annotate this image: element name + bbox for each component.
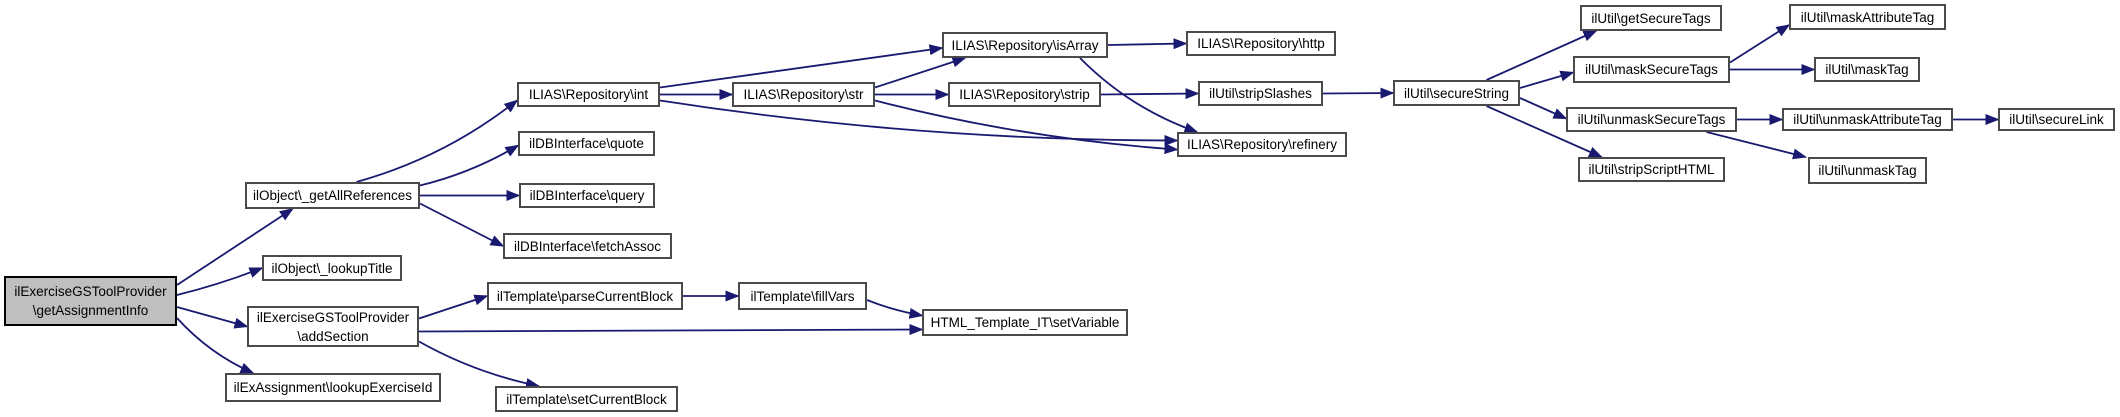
graph-node-fetchAssoc[interactable]: ilDBInterface\fetchAssoc: [503, 233, 672, 259]
graph-edge-strip-to-stripSlashes: [1100, 88, 1200, 100]
graph-node-maskTag[interactable]: ilUtil\maskTag: [1814, 57, 1920, 82]
graph-node-label: \addSection: [297, 328, 369, 344]
graph-node-stripSlashes[interactable]: ilUtil\stripSlashes: [1198, 81, 1323, 106]
graph-node-label: ILIAS\Repository\strip: [959, 87, 1090, 102]
graph-node-addSection[interactable]: ilExerciseGSToolProvider \addSection: [247, 306, 419, 347]
graph-node-label: ILIAS\Repository\int: [528, 87, 649, 102]
graph-node-label: ilUtil\stripSlashes: [1209, 86, 1312, 101]
graph-edge-isArray-to-http: [1107, 38, 1188, 50]
graph-node-fillVars[interactable]: ilTemplate\fillVars: [738, 282, 867, 310]
graph-node-label: ilDBInterface\quote: [529, 136, 644, 151]
graph-node-strip[interactable]: ILIAS\Repository\strip: [948, 82, 1101, 107]
graph-edge-secureString-to-unmaskSecureTags: [1519, 97, 1568, 120]
graph-edge-getAllReferences-to-fetchAssoc: [419, 202, 505, 247]
graph-node-label: ILIAS\Repository\refinery: [1186, 137, 1338, 152]
graph-node-label: ilObject\_lookupTitle: [271, 260, 393, 276]
graph-edge-getAssignmentInfo-to-addSection: [176, 306, 249, 329]
graph-node-label: ilUtil\unmaskSecureTags: [1577, 112, 1726, 127]
graph-edge-addSection-to-parseCurrentBlock: [418, 294, 489, 320]
graph-node-label: ilUtil\getSecureTags: [1591, 10, 1711, 26]
graph-node-label: \getAssignmentInfo: [32, 303, 149, 318]
graph-node-refinery[interactable]: ILIAS\Repository\refinery: [1177, 132, 1347, 157]
graph-node-setVariable[interactable]: HTML_Template_IT\setVariable: [922, 309, 1128, 336]
graph-edge-maskSecureTags-to-maskAttributeTag: [1729, 24, 1791, 64]
graph-node-http[interactable]: ILIAS\Repository\http: [1186, 31, 1336, 56]
graph-node-maskAttributeTag[interactable]: ilUtil\maskAttributeTag: [1789, 4, 1946, 30]
graph-node-lookupExerciseId[interactable]: ilExAssignment\lookupExerciseId: [225, 373, 441, 402]
graph-node-unmaskTag[interactable]: ilUtil\unmaskTag: [1808, 157, 1927, 184]
graph-node-stripScriptHTML[interactable]: ilUtil\stripScriptHTML: [1578, 157, 1725, 182]
graph-node-label: ilUtil\unmaskTag: [1818, 163, 1917, 178]
graph-node-label: ILIAS\Repository\isArray: [951, 37, 1099, 53]
graph-node-label: ILIAS\Repository\str: [743, 87, 864, 102]
graph-node-label: ilUtil\maskSecureTags: [1585, 62, 1718, 77]
graph-edge-getAssignmentInfo-to-lookupExerciseId: [176, 317, 255, 374]
graph-edge-getAllReferences-to-quote: [419, 144, 520, 187]
graph-node-str[interactable]: ILIAS\Repository\str: [732, 82, 875, 107]
graph-node-label: ilUtil\stripScriptHTML: [1588, 162, 1715, 177]
graph-node-unmaskSecureTags[interactable]: ilUtil\unmaskSecureTags: [1566, 107, 1737, 132]
graph-edge-stripSlashes-to-secureString: [1322, 87, 1395, 99]
graph-node-getAssignmentInfo[interactable]: ilExerciseGSToolProvider \getAssignmentIn…: [4, 276, 177, 326]
graph-node-label: ilTemplate\setCurrentBlock: [506, 391, 667, 407]
graph-node-label: ilTemplate\parseCurrentBlock: [496, 288, 674, 304]
graph-node-maskSecureTags[interactable]: ilUtil\maskSecureTags: [1573, 56, 1730, 83]
graph-node-int[interactable]: ILIAS\Repository\int: [517, 82, 660, 107]
graph-node-secureLink[interactable]: ilUtil\secureLink: [1998, 108, 2115, 131]
graph-edge-secureString-to-maskSecureTags: [1519, 70, 1575, 89]
graph-node-label: ilUtil\maskTag: [1825, 62, 1909, 77]
graph-node-label: HTML_Template_IT\setVariable: [930, 315, 1120, 330]
graph-node-label: ilExerciseGSToolProvider: [14, 284, 167, 299]
graph-edge-unmaskSecureTags-to-unmaskTag: [1706, 131, 1807, 160]
graph-node-label: ilUtil\secureString: [1403, 85, 1510, 101]
graph-node-label: ilUtil\maskAttributeTag: [1800, 9, 1935, 25]
graph-node-query[interactable]: ilDBInterface\query: [519, 183, 655, 208]
graph-node-isArray[interactable]: ILIAS\Repository\isArray: [942, 32, 1108, 58]
graph-node-unmaskAttributeTag[interactable]: ilUtil\unmaskAttributeTag: [1782, 108, 1953, 131]
graph-node-label: ilDBInterface\fetchAssoc: [513, 238, 662, 254]
graph-node-parseCurrentBlock[interactable]: ilTemplate\parseCurrentBlock: [487, 282, 683, 310]
graph-node-label: ilExAssignment\lookupExerciseId: [233, 380, 433, 395]
graph-node-getAllReferences[interactable]: ilObject\_getAllReferences: [245, 182, 420, 209]
graph-node-getSecureTags[interactable]: ilUtil\getSecureTags: [1580, 5, 1722, 31]
graph-node-label: ilTemplate\fillVars: [750, 288, 855, 304]
graph-node-setCurrentBlock[interactable]: ilTemplate\setCurrentBlock: [495, 386, 678, 412]
graph-edge-addSection-to-setVariable: [418, 324, 924, 336]
graph-node-label: ilUtil\unmaskAttributeTag: [1793, 112, 1942, 127]
graph-edge-str-to-refinery: [874, 99, 1179, 155]
graph-edge-getAssignmentInfo-to-lookupTitle: [176, 267, 264, 296]
graph-node-label: ilDBInterface\query: [529, 188, 645, 203]
graph-node-lookupTitle[interactable]: ilObject\_lookupTitle: [262, 255, 402, 281]
graph-node-label: ilExerciseGSToolProvider: [256, 309, 410, 325]
graph-node-label: ilUtil\secureLink: [2009, 112, 2104, 127]
graph-node-secureString[interactable]: ilUtil\secureString: [1393, 80, 1520, 106]
graph-node-quote[interactable]: ilDBInterface\quote: [518, 131, 655, 156]
graph-edge-fillVars-to-setVariable: [866, 299, 924, 319]
graph-node-label: ILIAS\Repository\http: [1197, 36, 1325, 51]
graph-edge-getAllReferences-to-int: [356, 99, 519, 183]
graph-node-label: ilObject\_getAllReferences: [252, 188, 413, 203]
